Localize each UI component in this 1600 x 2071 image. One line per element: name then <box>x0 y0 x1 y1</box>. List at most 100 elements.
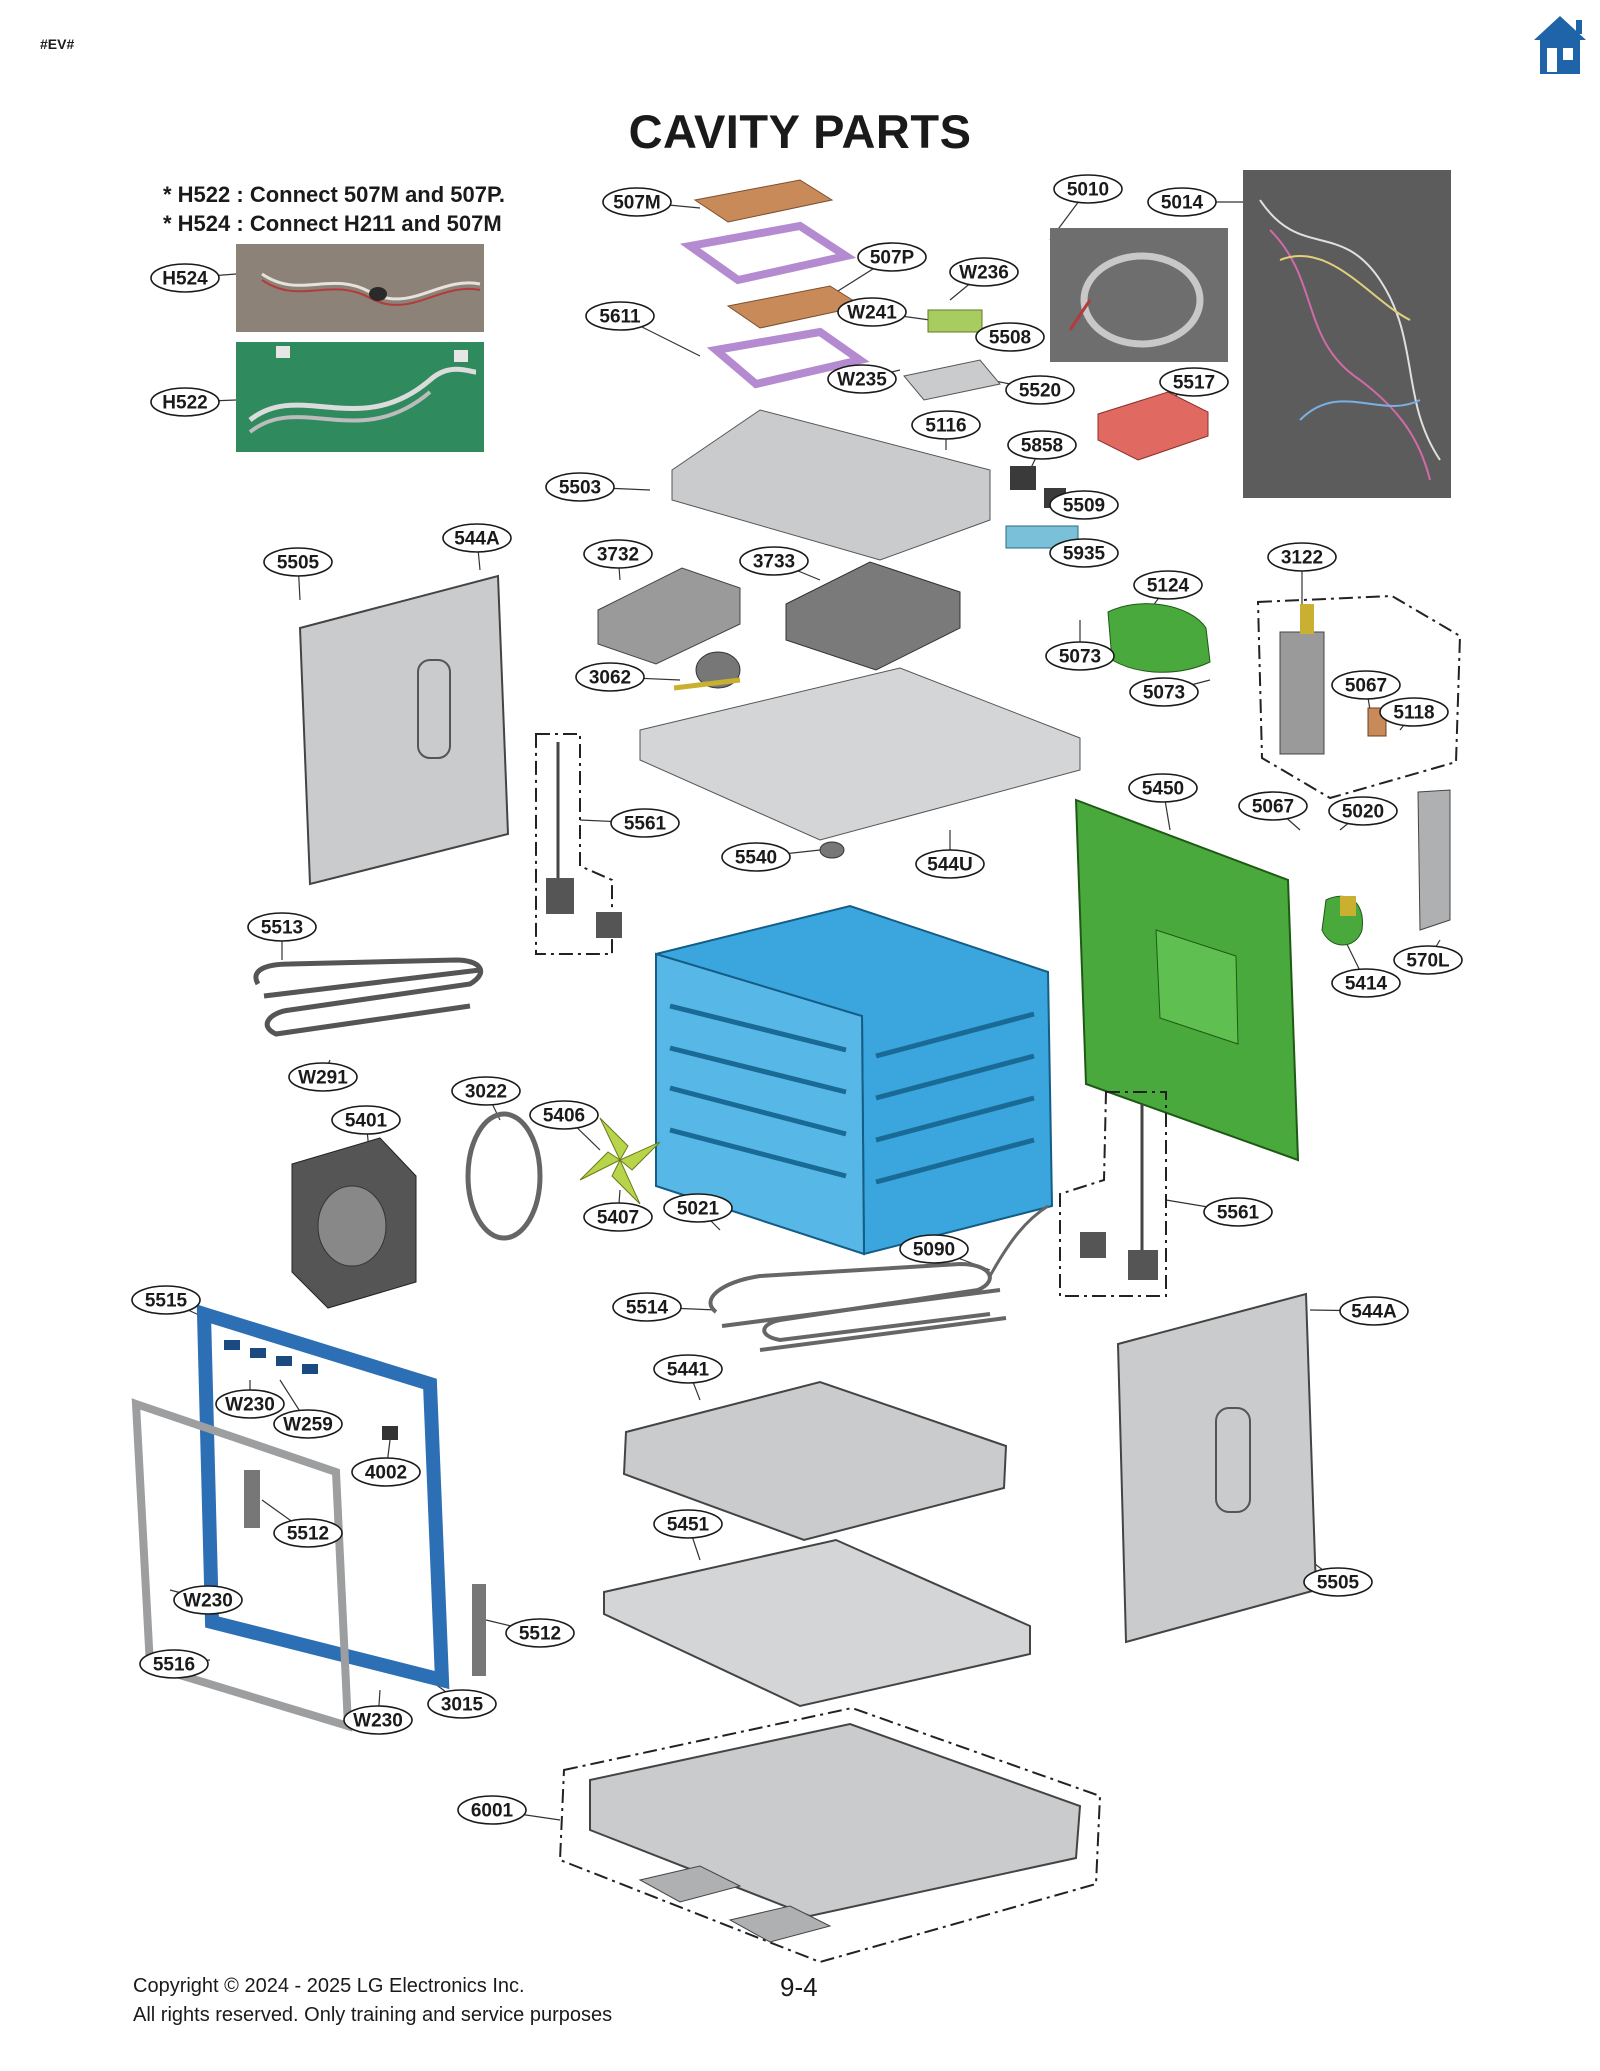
callout-w259[interactable]: W259 <box>273 1409 343 1439</box>
callout-5021[interactable]: 5021 <box>663 1193 733 1223</box>
callout-5407[interactable]: 5407 <box>583 1202 653 1232</box>
callout-3015[interactable]: 3015 <box>427 1689 497 1719</box>
callout-5406[interactable]: 5406 <box>529 1100 599 1130</box>
callout-label: 5118 <box>1393 703 1434 724</box>
callout-5401[interactable]: 5401 <box>331 1105 401 1135</box>
callout-bubble <box>663 1193 733 1223</box>
callout-label: 544U <box>927 855 972 876</box>
callout-w291[interactable]: W291 <box>288 1062 358 1092</box>
callout-5073[interactable]: 5073 <box>1045 641 1115 671</box>
callout-544u[interactable]: 544U <box>915 849 985 879</box>
callout-5450[interactable]: 5450 <box>1128 773 1198 803</box>
callout-5516[interactable]: 5516 <box>139 1649 209 1679</box>
copyright-text: Copyright © 2024 - 2025 LG Electronics I… <box>133 1975 525 1997</box>
callout-6001[interactable]: 6001 <box>457 1795 527 1825</box>
callout-5561[interactable]: 5561 <box>610 808 680 838</box>
callout-3733[interactable]: 3733 <box>739 546 809 576</box>
sensor-5561-upper-outline <box>535 733 613 955</box>
callout-5561[interactable]: 5561 <box>1203 1197 1273 1227</box>
callout-5067[interactable]: 5067 <box>1238 791 1308 821</box>
callout-bubble <box>1303 1567 1373 1597</box>
callout-w235[interactable]: W235 <box>827 364 897 394</box>
callout-bubble <box>827 364 897 394</box>
callout-label: 5073 <box>1143 683 1185 704</box>
callout-5067[interactable]: 5067 <box>1331 670 1401 700</box>
callout-5858[interactable]: 5858 <box>1007 430 1077 460</box>
callout-5505[interactable]: 5505 <box>1303 1567 1373 1597</box>
callout-507p[interactable]: 507P <box>857 242 927 272</box>
callout-bubble <box>247 912 317 942</box>
callout-5517[interactable]: 5517 <box>1159 367 1229 397</box>
callout-bubble <box>1238 791 1308 821</box>
callout-5503[interactable]: 5503 <box>545 472 615 502</box>
callout-5010[interactable]: 5010 <box>1053 174 1123 204</box>
callout-bubble <box>575 662 645 692</box>
callout-bubble <box>139 1649 209 1679</box>
callout-5611[interactable]: 5611 <box>585 301 655 331</box>
callout-5451[interactable]: 5451 <box>653 1509 723 1539</box>
callout-5116[interactable]: 5116 <box>911 410 981 440</box>
callout-bubble <box>1159 367 1229 397</box>
callout-5073[interactable]: 5073 <box>1129 677 1199 707</box>
callout-bubble <box>653 1354 723 1384</box>
callout-w236[interactable]: W236 <box>949 257 1019 287</box>
broil-heater-5513-shape <box>253 957 484 1037</box>
footer-copyright: Copyright © 2024 - 2025 LG Electronics I… <box>133 1972 612 2030</box>
callout-544a[interactable]: 544A <box>1339 1296 1409 1326</box>
callout-5505[interactable]: 5505 <box>263 547 333 577</box>
callout-5513[interactable]: 5513 <box>247 912 317 942</box>
callout-4002[interactable]: 4002 <box>351 1457 421 1487</box>
callout-5515[interactable]: 5515 <box>131 1285 201 1315</box>
callout-h524[interactable]: H524 <box>150 263 220 293</box>
callout-5124[interactable]: 5124 <box>1133 570 1203 600</box>
callout-bubble <box>1203 1197 1273 1227</box>
callout-label: 5401 <box>345 1111 388 1132</box>
callout-label: 3732 <box>597 545 639 566</box>
callout-544a[interactable]: 544A <box>442 523 512 553</box>
callout-5441[interactable]: 5441 <box>653 1354 723 1384</box>
sensor-5561-upper-shape <box>546 742 622 938</box>
callout-3732[interactable]: 3732 <box>583 539 653 569</box>
callout-bubble <box>1128 773 1198 803</box>
home-icon[interactable] <box>1532 14 1588 76</box>
plate-5451-shape <box>603 1538 1031 1708</box>
callout-570l[interactable]: 570L <box>1393 945 1463 975</box>
callout-w230[interactable]: W230 <box>343 1705 413 1735</box>
callout-label: 5516 <box>153 1655 195 1676</box>
callout-w230[interactable]: W230 <box>173 1585 243 1615</box>
callout-5020[interactable]: 5020 <box>1328 796 1398 826</box>
callout-label: 6001 <box>471 1801 514 1822</box>
callout-h522[interactable]: H522 <box>150 387 220 417</box>
document-tag: #EV# <box>40 36 75 52</box>
callout-5540[interactable]: 5540 <box>721 842 791 872</box>
callout-5935[interactable]: 5935 <box>1049 538 1119 568</box>
callout-label: 5116 <box>925 416 966 437</box>
callout-bubble <box>173 1585 243 1615</box>
callout-3062[interactable]: 3062 <box>575 662 645 692</box>
callout-5514[interactable]: 5514 <box>612 1292 682 1322</box>
callout-3022[interactable]: 3022 <box>451 1076 521 1106</box>
bake-heater-5514-shape <box>708 1261 1007 1352</box>
callout-label: 3122 <box>1281 548 1323 569</box>
callout-w230[interactable]: W230 <box>215 1389 285 1419</box>
callout-5512[interactable]: 5512 <box>505 1618 575 1648</box>
callout-w241[interactable]: W241 <box>837 297 907 327</box>
sensor-5561-lower-shape <box>1080 1104 1158 1280</box>
callout-bubble <box>1331 968 1401 998</box>
callout-5414[interactable]: 5414 <box>1331 968 1401 998</box>
callout-3122[interactable]: 3122 <box>1267 542 1337 572</box>
back-panel-5450-center <box>1155 929 1239 1045</box>
callout-5118[interactable]: 5118 <box>1379 697 1449 727</box>
top-plate-5503-shape <box>671 409 991 561</box>
callout-5509[interactable]: 5509 <box>1049 490 1119 520</box>
callout-label: 5513 <box>261 918 303 939</box>
callout-bubble <box>343 1705 413 1735</box>
top-panel-544u-shape <box>639 667 1081 841</box>
callout-5520[interactable]: 5520 <box>1005 375 1075 405</box>
callout-5512[interactable]: 5512 <box>273 1518 343 1548</box>
callout-5014[interactable]: 5014 <box>1147 187 1217 217</box>
callout-507m[interactable]: 507M <box>602 187 672 217</box>
callout-5508[interactable]: 5508 <box>975 322 1045 352</box>
callout-5090[interactable]: 5090 <box>899 1234 969 1264</box>
